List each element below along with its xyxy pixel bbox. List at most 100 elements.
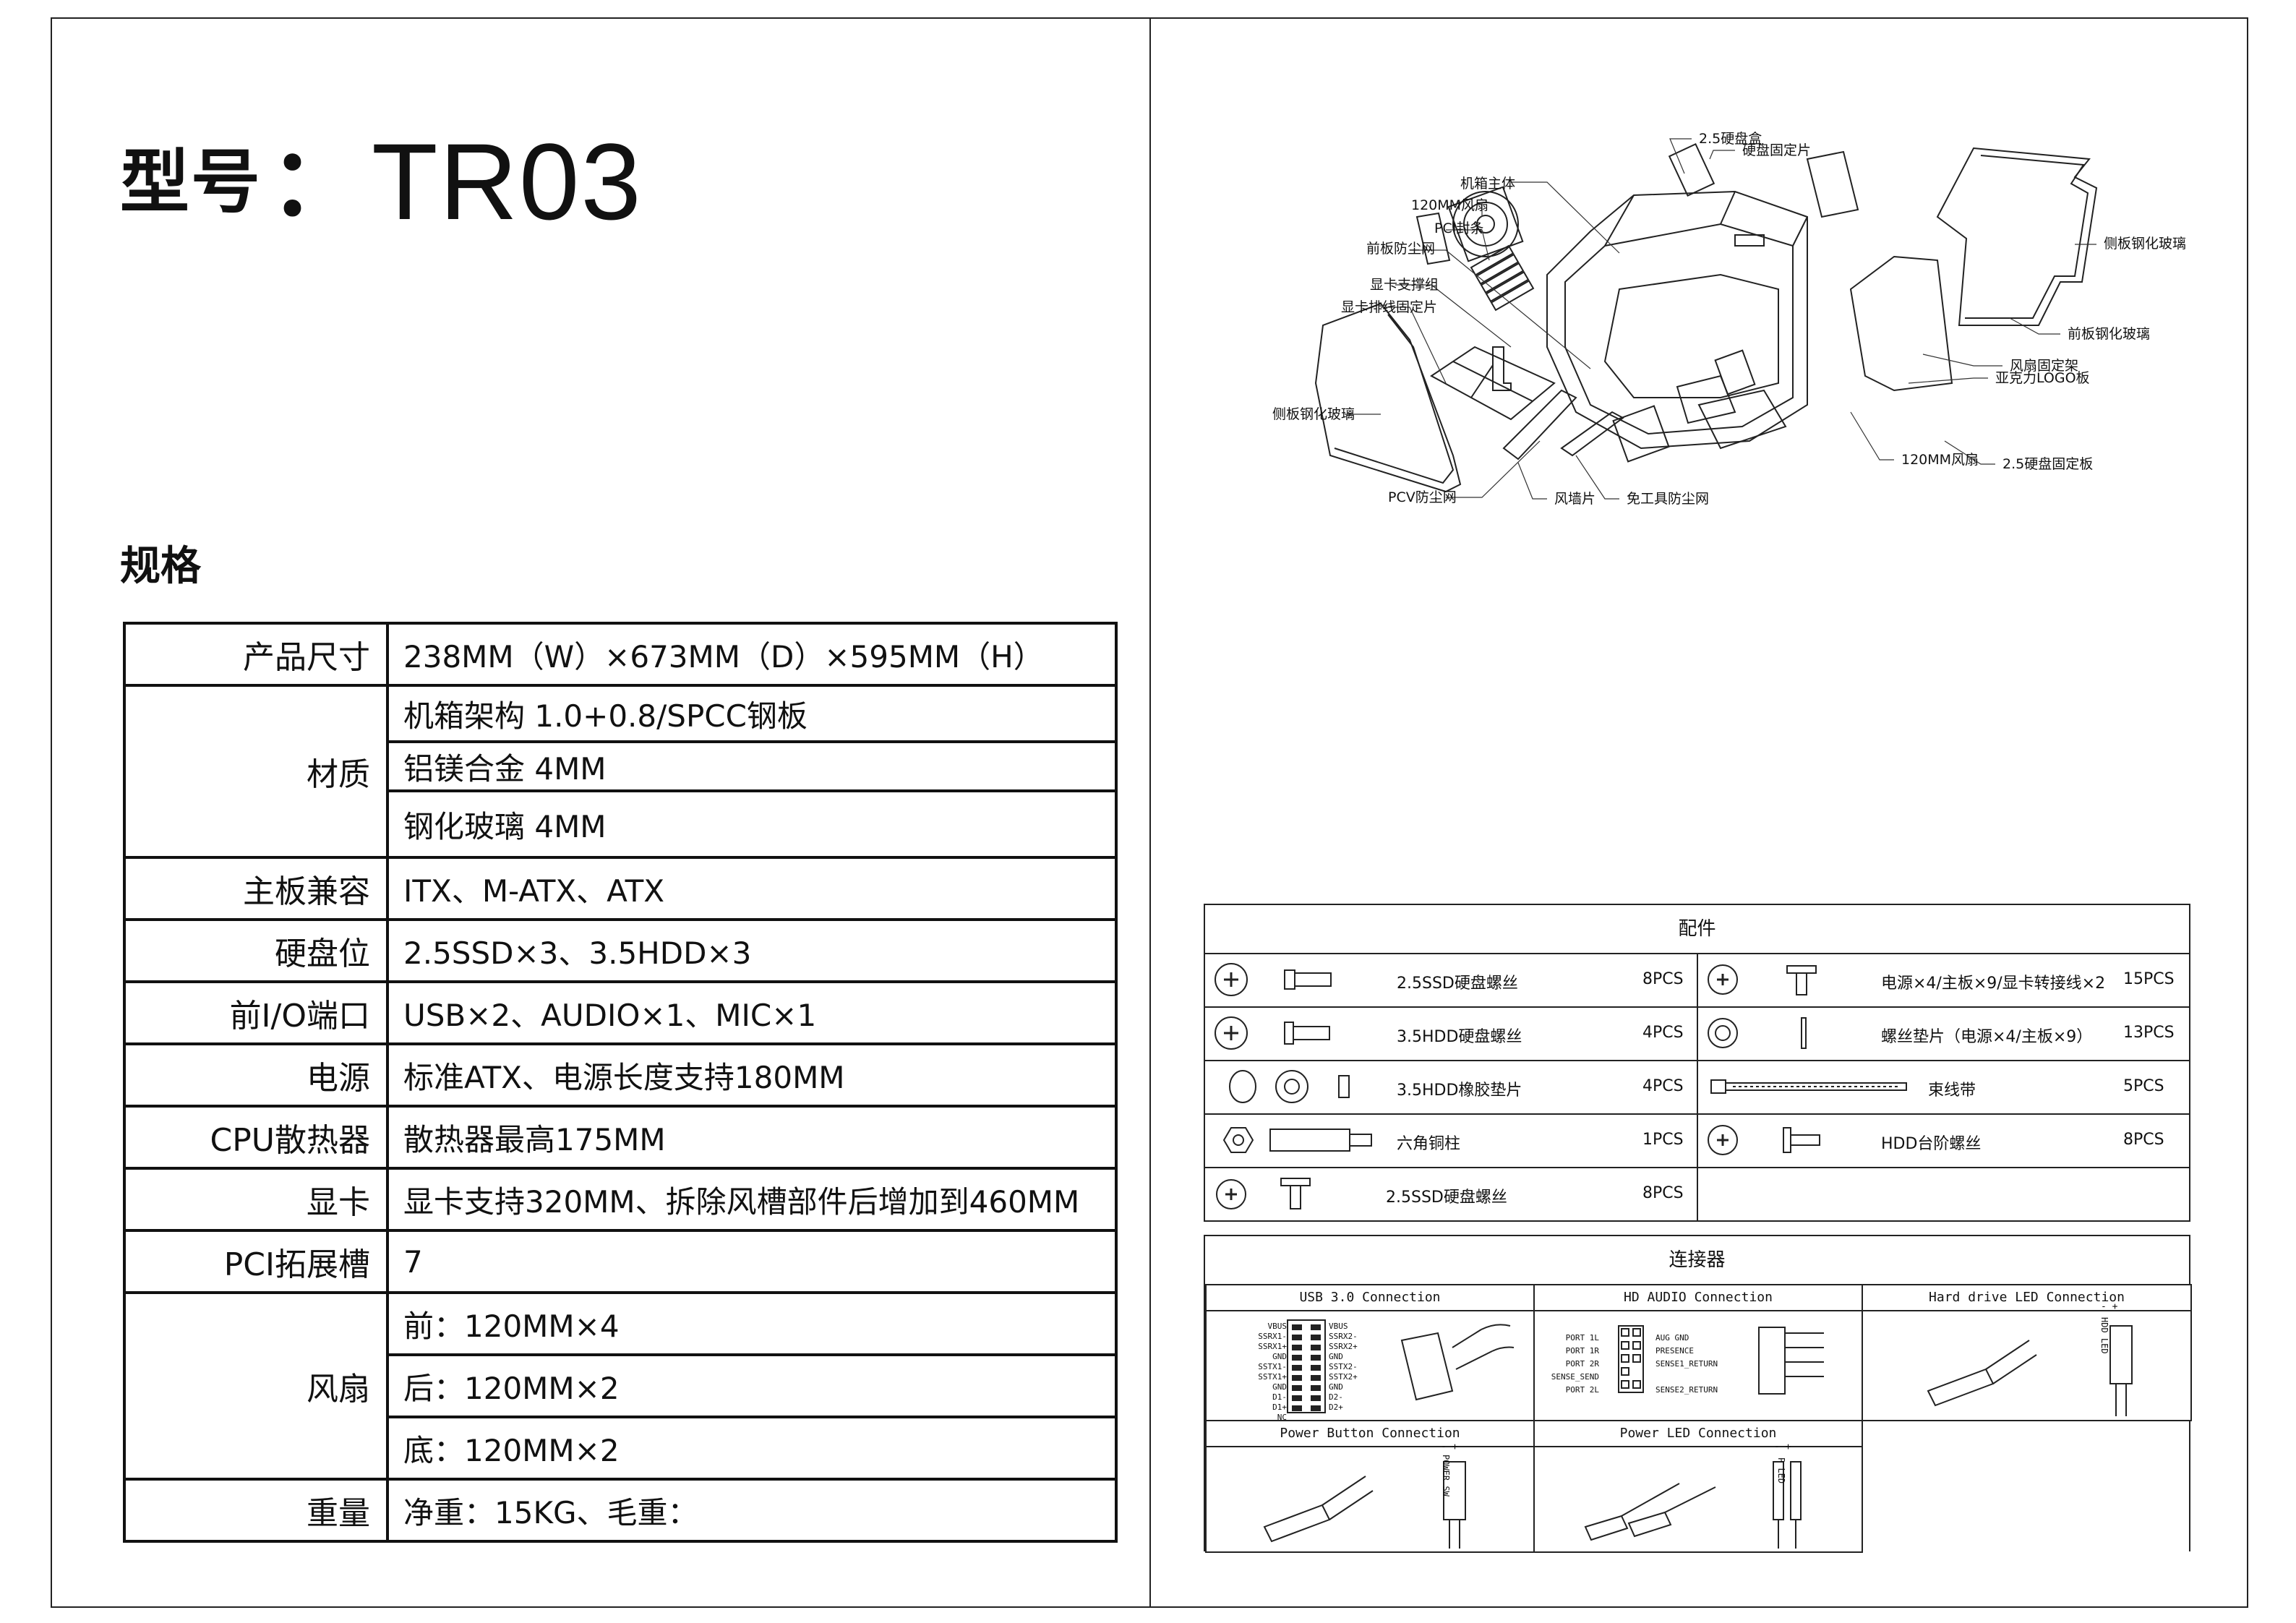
pin-label: SSTX2-: [1329, 1362, 1358, 1371]
screw-icon: [1215, 1016, 1330, 1050]
accessory-name: 螺丝垫片（电源×4/主板×9）: [1881, 1028, 2093, 1046]
accessories-heading: 配件: [1205, 905, 2189, 954]
power-led-polarity: - +: [1774, 1442, 1791, 1452]
accessories-divider: [1697, 1167, 1698, 1222]
hdd-led-plug: [1927, 1325, 2133, 1416]
spec-key: 硬盘位: [123, 918, 389, 983]
spec-row-fans-3: 底：120MM×2: [124, 1416, 1118, 1481]
spec-key: PCI拓展槽: [123, 1229, 389, 1294]
accessory-qty: 13PCS: [2123, 1024, 2175, 1042]
pin-label: PORT 2R: [1565, 1359, 1599, 1369]
label-fan-120-top: 120MM风扇: [1411, 197, 1488, 213]
label-front-dust: 前板防尘网: [1366, 241, 1435, 257]
accessories-panel: 配件 2.5SSD硬盘螺丝 8PCS 电源×4/主板×9/显卡转接线×2 15P…: [1204, 904, 2190, 1222]
accessory-qty: 15PCS: [2123, 970, 2175, 988]
label-fan-120-bottom: 120MM风扇: [1901, 452, 1979, 468]
spec-value: USB×2、AUDIO×1、MIC×1: [386, 980, 1118, 1045]
pin-label: AUG GND: [1655, 1333, 1689, 1342]
spec-key: 产品尺寸: [123, 622, 389, 687]
accessory-name: 3.5HDD硬盘螺丝: [1397, 1028, 1522, 1046]
spec-row-cooler: CPU散热器 散热器最高175MM: [123, 1105, 1118, 1170]
spec-value: 7: [386, 1229, 1118, 1294]
accessories-row: 六角铜柱 1PCS HDD台阶螺丝 8PCS: [1205, 1113, 2189, 1168]
connectors-panel: 连接器 USB 3.0 Connection HD AUDIO Connecti…: [1204, 1235, 2192, 1553]
spec-row-weight: 重量 净重：15KG、毛重：: [123, 1478, 1118, 1543]
pin-label: [1655, 1371, 1757, 1384]
spec-value: 2.5SSD×3、3.5HDD×3: [386, 918, 1118, 983]
accessories-row: 2.5SSD硬盘螺丝 8PCS: [1205, 1167, 2189, 1220]
audio-left-pins: PORT 1L PORT 1R PORT 2R SENSE_SEND PORT …: [1533, 1332, 1599, 1397]
spec-key: 前I/O端口: [123, 980, 389, 1045]
front-glass-shape: [1849, 255, 1953, 392]
spec-row-mobo: 主板兼容 ITX、M-ATX、ATX: [123, 856, 1118, 921]
hdd-led-plug-label: HDD LED: [2099, 1317, 2109, 1354]
label-ssd-box: 2.5硬盘盒: [1699, 131, 1762, 147]
usb-right-pins: VBUS SSRX2- SSRX2+ GND SSTX2- SSTX2+ GND…: [1329, 1322, 1387, 1413]
spec-value: 散热器最高175MM: [386, 1105, 1118, 1170]
spec-key: 电源: [123, 1042, 389, 1108]
accessory-name: 2.5SSD硬盘螺丝: [1386, 1189, 1507, 1207]
spec-row-gpu: 显卡 显卡支持320MM、拆除风槽部件后增加到460MM: [123, 1167, 1118, 1232]
pin-label: SSRX2+: [1329, 1342, 1358, 1351]
spec-key: 显卡: [123, 1167, 389, 1232]
pin-label: SSTX2+: [1329, 1372, 1358, 1382]
power-led-plug-label: P LED: [1776, 1457, 1786, 1484]
accessories-row: 2.5SSD硬盘螺丝 8PCS 电源×4/主板×9/显卡转接线×2 15PCS: [1205, 953, 2189, 1008]
power-sw-polarity: - +: [1441, 1442, 1458, 1452]
cable-tie-icon: [1710, 1079, 1907, 1094]
power-sw-plug-label: POWER SW: [1441, 1455, 1451, 1496]
accessory-name: HDD台阶螺丝: [1881, 1135, 1982, 1153]
pin-label: D2+: [1329, 1403, 1343, 1412]
spec-row-fans-2: 后：120MM×2: [124, 1353, 1118, 1418]
label-side-glass-left: 侧板钢化玻璃: [1272, 406, 1355, 422]
pin-label: VBUS: [1329, 1322, 1348, 1331]
usb-pinout: [1287, 1319, 1515, 1413]
power-button-plug: [1263, 1461, 1466, 1549]
exploded-view-diagram: 机箱主体 2.5硬盘盒 硬盘固定片 120MM风扇 PCI封条 前板防尘网 侧板…: [1272, 131, 2186, 507]
spec-value: ITX、M-ATX、ATX: [386, 856, 1118, 921]
spec-value: 标准ATX、电源长度支持180MM: [386, 1042, 1118, 1108]
pin-label: PRESENCE: [1655, 1346, 1694, 1356]
label-main-chassis: 机箱主体: [1460, 176, 1515, 192]
pin-label: PORT 1L: [1565, 1333, 1599, 1342]
spec-row-size: 产品尺寸 238MM（W）×673MM（D）×595MM（H）: [123, 622, 1118, 687]
accessories-row: 3.5HDD硬盘螺丝 4PCS 螺丝垫片（电源×4/主板×9） 13PCS: [1205, 1006, 2189, 1061]
usb-connector-box: USB 3.0 Connection: [1205, 1284, 1535, 1421]
accessory-qty: 8PCS: [2123, 1131, 2164, 1149]
label-side-glass-right: 侧板钢化玻璃: [2104, 236, 2186, 252]
usb-connector-title: USB 3.0 Connection: [1207, 1285, 1533, 1311]
spec-row-fans: 风扇 前：120MM×4: [123, 1291, 1118, 1481]
hdd-led-connector-box: Hard drive LED Connection: [1862, 1284, 2192, 1421]
washer-icon: [1708, 1017, 1807, 1049]
accessory-qty: 1PCS: [1642, 1131, 1684, 1149]
pin-label: PORT 1R: [1565, 1346, 1599, 1356]
spec-value: 前：120MM×4: [386, 1291, 1118, 1356]
spec-value: 显卡支持320MM、拆除风槽部件后增加到460MM: [386, 1167, 1118, 1232]
label-front-glass: 前板钢化玻璃: [2068, 326, 2150, 342]
side-glass-left-shape: [1314, 302, 1462, 493]
spec-value: 底：120MM×2: [386, 1416, 1118, 1481]
label-pci-cover: PCI封条: [1434, 220, 1483, 236]
accessory-name: 电源×4/主板×9/显卡转接线×2: [1881, 975, 2106, 993]
screw-icon: [1708, 964, 1817, 995]
power-led-connector-title: Power LED Connection: [1535, 1421, 1862, 1447]
label-toolless-dust: 免工具防尘网: [1627, 491, 1709, 507]
spec-heading: 规格: [120, 543, 201, 590]
accessory-qty: 4PCS: [1642, 1077, 1684, 1095]
model-title: 型号：TR03: [120, 127, 643, 236]
power-led-plug: [1584, 1461, 1802, 1549]
accessories-grid: 2.5SSD硬盘螺丝 8PCS 电源×4/主板×9/显卡转接线×2 15PCS …: [1205, 953, 2189, 1222]
pin-label: GND: [1329, 1352, 1343, 1361]
pin-label: SSTX1-: [1258, 1362, 1287, 1371]
label-gpu-support: 显卡支撑组: [1370, 277, 1439, 293]
pin-label: SSRX1-: [1258, 1332, 1287, 1341]
accessories-row: 3.5HDD橡胶垫片 4PCS 束线带 5PCS: [1205, 1060, 2189, 1115]
pin-label: SSTX1+: [1258, 1372, 1287, 1382]
pin-label: SENSE2_RETURN: [1655, 1385, 1718, 1395]
screw-icon: [1215, 963, 1332, 996]
spec-key: 重量: [123, 1478, 389, 1543]
spec-row-material: 材质 机箱架构 1.0+0.8/SPCC钢板: [123, 684, 1118, 859]
accessory-qty: 4PCS: [1642, 1024, 1684, 1042]
spec-key: 材质: [123, 684, 389, 859]
label-fan-bracket: 风扇固定架: [2010, 358, 2078, 374]
